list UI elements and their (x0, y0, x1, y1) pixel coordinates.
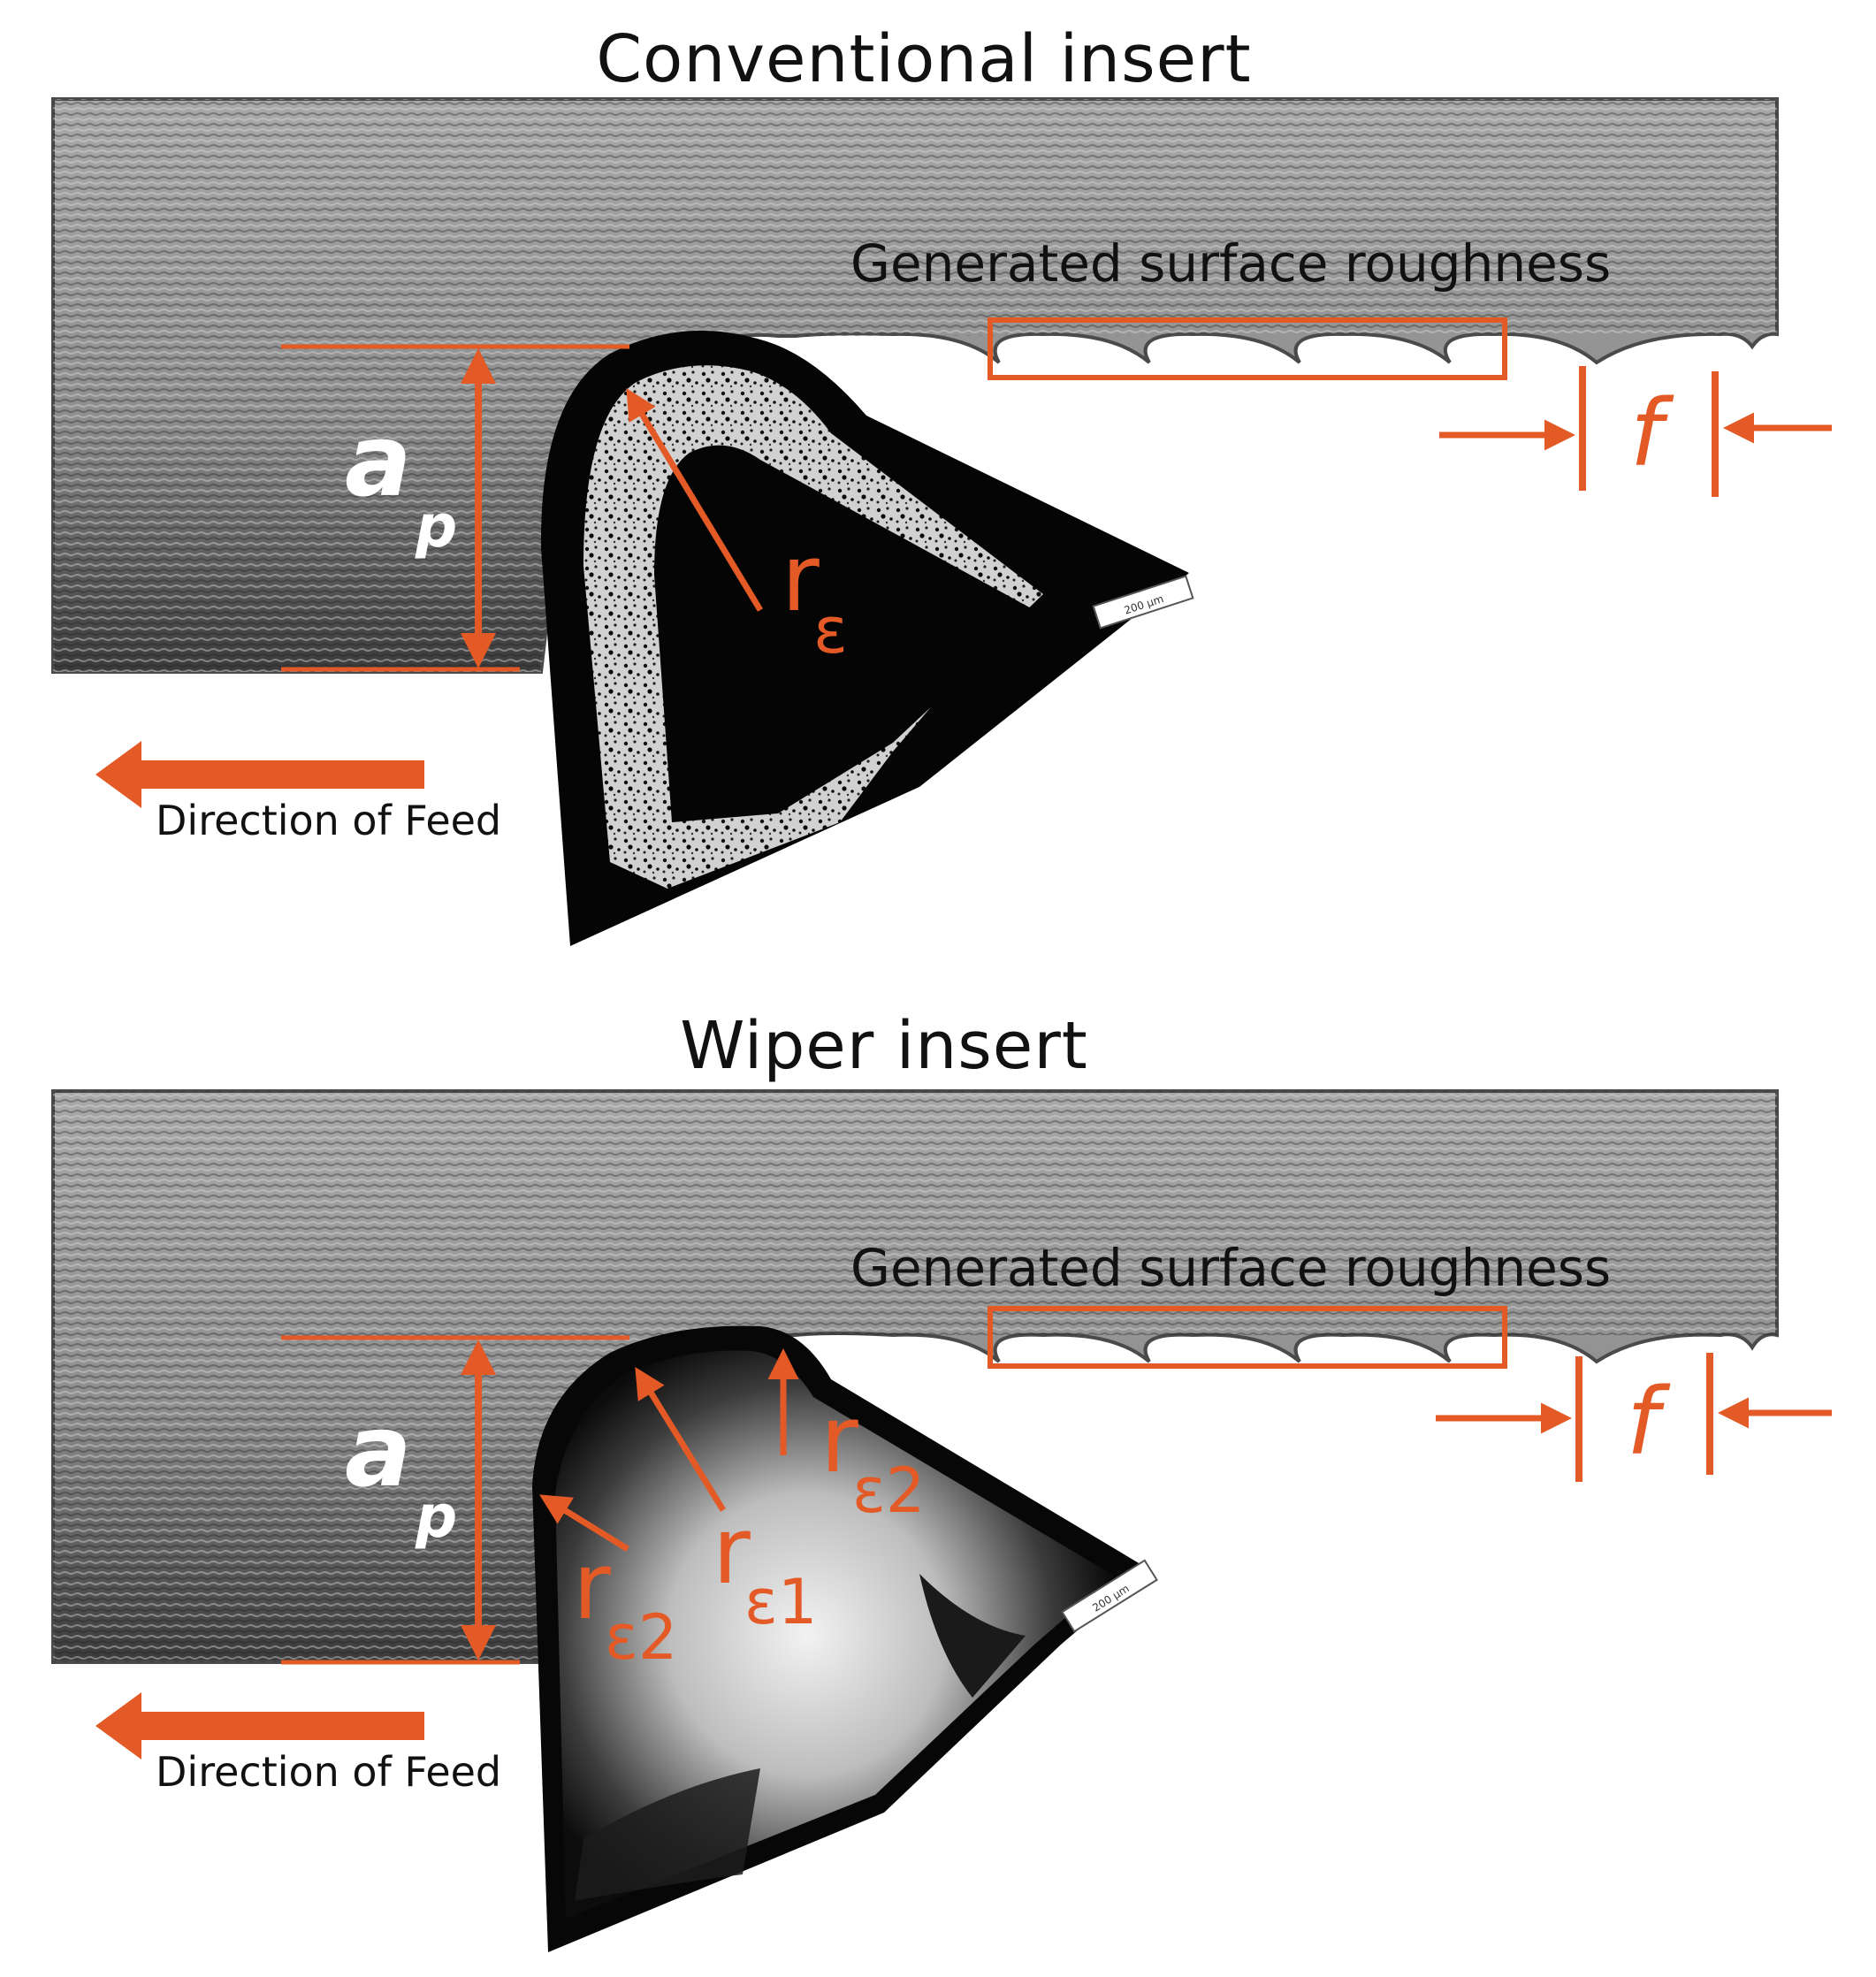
feed-direction-label: Direction of Feed (156, 797, 501, 844)
svg-text:r: r (782, 524, 820, 632)
feed-direction-indicator: Direction of Feed (95, 741, 501, 844)
conventional-insert-panel: Conventional insert 200 µm a p (51, 21, 1832, 946)
feed-indicator: f (1436, 1353, 1832, 1482)
svg-text:ε: ε (813, 593, 848, 668)
feed-symbol: f (1627, 1368, 1671, 1476)
depth-of-cut-symbol: a (345, 1394, 412, 1509)
roughness-highlight-box (988, 1306, 1507, 1369)
feed-direction-label: Direction of Feed (156, 1748, 501, 1796)
panel-title: Wiper insert (680, 1008, 1088, 1084)
svg-text:ε2: ε2 (605, 1601, 677, 1674)
radius-label-right: r (820, 1385, 858, 1493)
radius-label-center: r (713, 1497, 751, 1605)
svg-text:ε1: ε1 (744, 1566, 817, 1638)
feed-indicator: f (1439, 366, 1832, 497)
corner-radius-indicator: r ε (626, 388, 848, 668)
conventional-insert-tool: 200 µm (540, 331, 1194, 946)
roughness-label: Generated surface roughness (850, 1238, 1611, 1298)
depth-of-cut-indicator: a p (281, 344, 629, 672)
wiper-insert-panel: Wiper insert 200 µm a p r ε2 (51, 1008, 1832, 1952)
feed-symbol: f (1630, 379, 1674, 487)
depth-of-cut-subscript: p (415, 492, 457, 561)
depth-of-cut-indicator: a p (281, 1335, 629, 1665)
scale-bar: 200 µm (1092, 575, 1194, 630)
wiper-insert-tool: 200 µm (532, 1325, 1158, 1952)
feed-direction-indicator: Direction of Feed (95, 1692, 501, 1796)
roughness-highlight-box (988, 317, 1507, 380)
depth-of-cut-symbol: a (345, 404, 412, 519)
wiper-radius-indicators: r ε2 r ε1 r ε2 (539, 1348, 925, 1674)
depth-of-cut-subscript: p (415, 1483, 457, 1551)
roughness-label: Generated surface roughness (850, 233, 1611, 294)
radius-label-left: r (573, 1532, 611, 1640)
panel-title: Conventional insert (596, 21, 1251, 97)
svg-text:ε2: ε2 (852, 1454, 925, 1527)
